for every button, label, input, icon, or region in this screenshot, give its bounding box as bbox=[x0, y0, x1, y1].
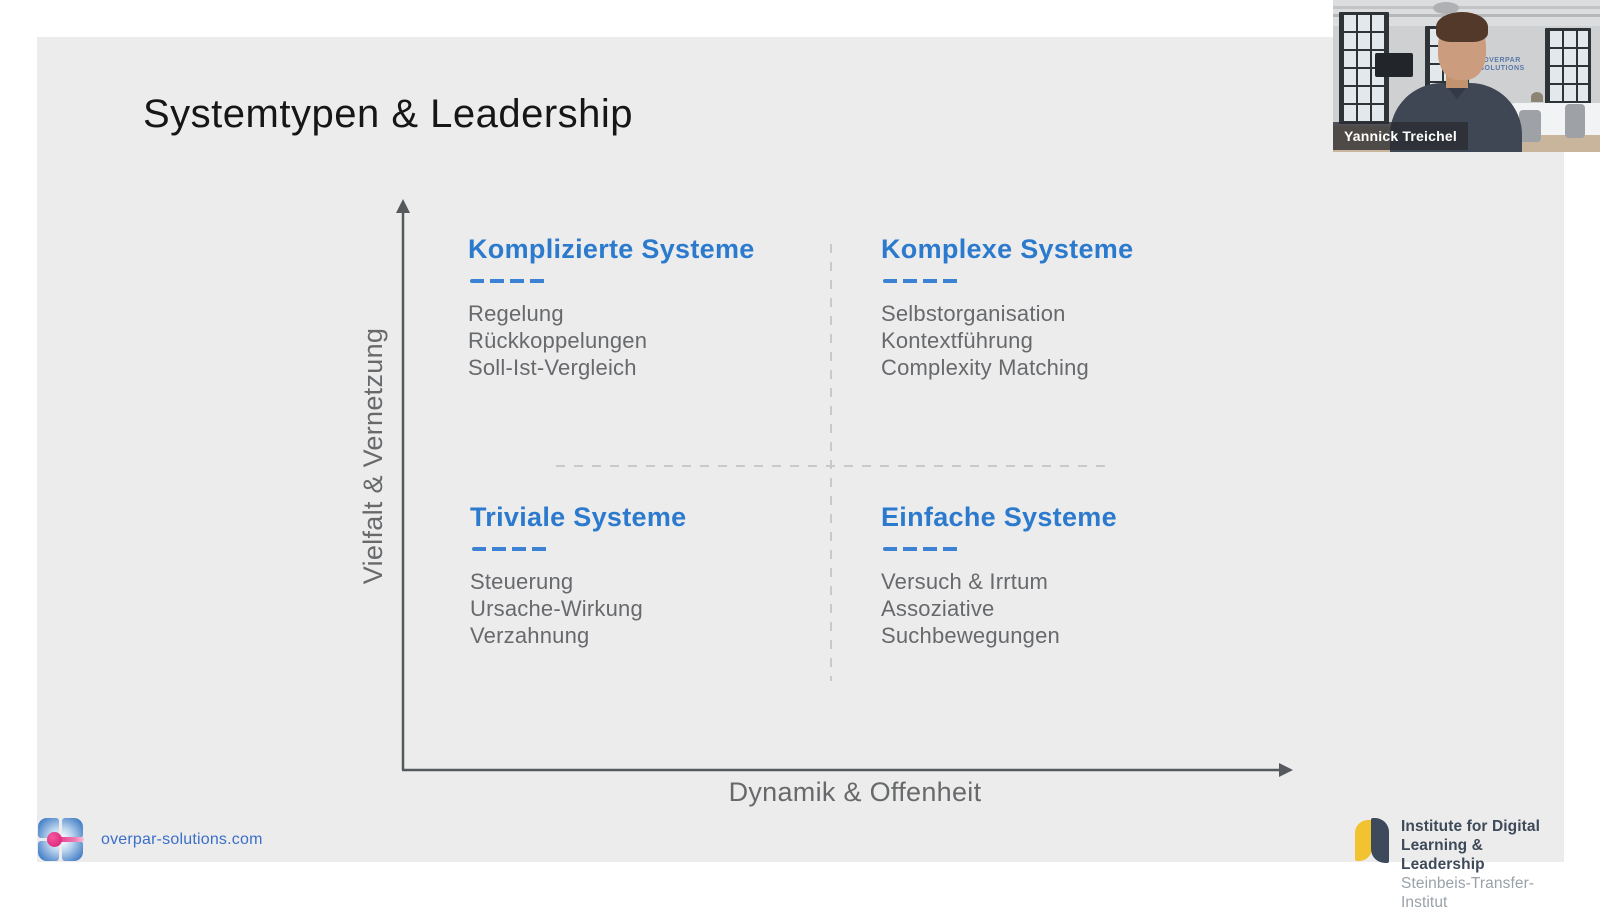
quadrant-item: Ursache-Wirkung bbox=[470, 596, 643, 621]
table-plant bbox=[1531, 92, 1543, 102]
quadrant-item: Soll-Ist-Vergleich bbox=[468, 355, 637, 380]
quadrant-einfache-systeme: Einfache Systeme Versuch & Irrtum Assozi… bbox=[881, 502, 1117, 649]
quadrant-item: Regelung bbox=[468, 301, 564, 326]
institute-subtitle: Steinbeis-Transfer-Institut bbox=[1401, 875, 1535, 911]
quadrant-title: Komplizierte Systeme bbox=[468, 234, 755, 264]
slide-title: Systemtypen & Leadership bbox=[143, 92, 634, 136]
website-link[interactable]: overpar-solutions.com bbox=[101, 830, 263, 848]
quadrant-triviale-systeme: Triviale Systeme Steuerung Ursache-Wirku… bbox=[470, 502, 686, 649]
office-chair bbox=[1519, 110, 1541, 142]
office-chair bbox=[1565, 104, 1585, 138]
institute-name-line2: Learning & Leadership bbox=[1401, 837, 1485, 873]
ceiling-vent bbox=[1433, 2, 1459, 14]
quadrant-item-list: Regelung Rückkoppelungen Soll-Ist-Vergle… bbox=[468, 300, 755, 381]
institute-text: Institute for Digital Learning & Leaders… bbox=[1401, 809, 1564, 912]
logo-ball-icon bbox=[47, 831, 62, 847]
dashed-underline bbox=[883, 279, 961, 283]
y-axis-arrowhead bbox=[396, 199, 410, 213]
leaf-yellow-icon bbox=[1355, 820, 1372, 861]
window-panes bbox=[1548, 31, 1588, 107]
presentation-slide: Systemtypen & Leadership Vielfalt & Vern… bbox=[37, 37, 1564, 911]
overpar-branding: overpar-solutions.com bbox=[37, 816, 263, 863]
y-axis-label: Vielfalt & Vernetzung bbox=[358, 327, 388, 585]
wall-tv-screen bbox=[1375, 53, 1413, 77]
presenter-name-label: Yannick Treichel bbox=[1344, 128, 1457, 144]
dashed-underline bbox=[472, 547, 550, 551]
quadrant-axes bbox=[396, 199, 1293, 777]
dashed-underline bbox=[470, 279, 548, 283]
quadrant-item: Versuch & Irrtum bbox=[881, 569, 1049, 594]
quadrant-title: Einfache Systeme bbox=[881, 502, 1117, 532]
office-window bbox=[1545, 28, 1591, 110]
overpar-logo-icon bbox=[37, 817, 84, 863]
logo-tile bbox=[62, 817, 83, 838]
quadrant-title: Komplexe Systeme bbox=[881, 234, 1134, 264]
quadrant-item: Rückkoppelungen bbox=[468, 328, 648, 353]
quadrant-item: Kontextführung bbox=[881, 328, 1034, 353]
quadrant-item-list: Steuerung Ursache-Wirkung Verzahnung bbox=[470, 568, 686, 649]
logo-putt-line bbox=[55, 836, 84, 842]
quadrant-item-list: Versuch & Irrtum Assoziative Suchbewegun… bbox=[881, 568, 1096, 649]
presenter-name-badge: Yannick Treichel bbox=[1333, 122, 1468, 150]
quadrant-komplexe-systeme: Komplexe Systeme Selbstorganisation Kont… bbox=[881, 234, 1133, 381]
quadrant-item: Assoziative Suchbewegungen bbox=[881, 596, 1060, 648]
logo-tile bbox=[62, 840, 83, 861]
quadrant-title: Triviale Systeme bbox=[470, 502, 687, 532]
institute-name-line1: Institute for Digital bbox=[1401, 818, 1541, 835]
quadrant-item: Verzahnung bbox=[470, 623, 590, 648]
quadrant-item: Complexity Matching bbox=[881, 355, 1089, 380]
dashed-underline bbox=[883, 547, 961, 551]
quadrant-item-list: Selbstorganisation Kontextführung Comple… bbox=[881, 300, 1133, 381]
quadrant-item: Steuerung bbox=[470, 569, 574, 594]
quadrant-komplizierte-systeme: Komplizierte Systeme Regelung Rückkoppel… bbox=[468, 234, 755, 381]
ceiling-pipe bbox=[1333, 6, 1600, 9]
webcam-video[interactable]: OVERPAR SOLUTIONS Yannick Treichel bbox=[1333, 0, 1600, 152]
leaf-dark-icon bbox=[1371, 818, 1389, 863]
quadrant-item: Selbstorganisation bbox=[881, 301, 1066, 326]
x-axis-label: Dynamik & Offenheit bbox=[728, 777, 982, 807]
presenter-hair bbox=[1436, 12, 1488, 42]
institute-branding: Institute for Digital Learning & Leaders… bbox=[1355, 809, 1564, 912]
wall-logo-text: OVERPAR SOLUTIONS bbox=[1479, 57, 1525, 72]
institute-logo-icon bbox=[1355, 809, 1391, 865]
x-axis-arrowhead bbox=[1279, 763, 1293, 777]
